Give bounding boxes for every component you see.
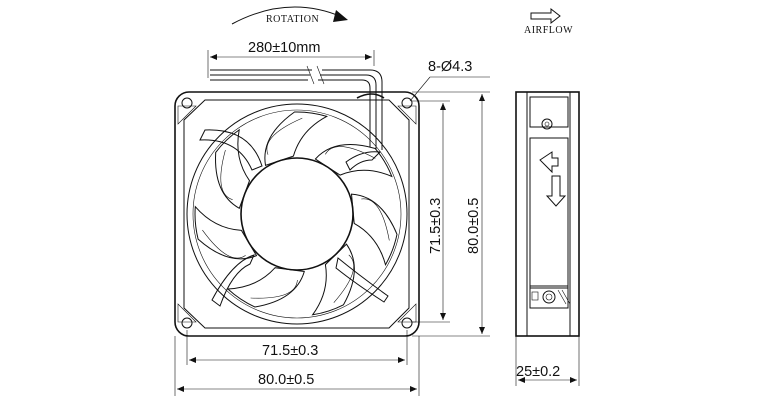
airflow-arrow-icon xyxy=(530,7,561,25)
mounting-hole-top-left xyxy=(181,97,193,109)
hole-spacing-horizontal-label: 71.5±0.3 xyxy=(262,343,318,359)
fan-blade-rib xyxy=(333,254,354,303)
rotation-label: ROTATION xyxy=(266,14,319,25)
fan-blade-rib xyxy=(266,117,303,155)
fan-blade xyxy=(215,128,251,210)
mounting-hole-bottom-left xyxy=(181,317,193,329)
fan-blades xyxy=(194,111,398,316)
cable-length-dimension: 280±10mm xyxy=(207,40,375,78)
airflow-label: AIRFLOW xyxy=(524,25,573,36)
frame-depth-label: 25±0.2 xyxy=(516,364,560,380)
side-screw-bottom xyxy=(542,290,556,304)
hole-spacing-vertical-label: 71.5±0.3 xyxy=(428,198,444,254)
fan-blade xyxy=(314,144,393,178)
rotation-indicator: ROTATION xyxy=(231,6,348,25)
fan-front-view xyxy=(174,91,420,337)
support-strut-bottom-left xyxy=(211,254,255,307)
fan-blade xyxy=(311,243,355,316)
side-flow-arrow-icon xyxy=(539,151,559,174)
horizontal-dimensions: 71.5±0.3 80.0±0.5 xyxy=(174,330,420,396)
mounting-hole-callout: 8-Ø4.3 xyxy=(409,59,490,102)
fan-cable xyxy=(210,65,385,158)
fan-blade-rib xyxy=(361,198,390,241)
frame-size-vertical-label: 80.0±0.5 xyxy=(466,198,482,254)
fan-blade-rib xyxy=(202,229,246,259)
rotation-arrow-icon xyxy=(231,6,343,25)
fan-blade-rib xyxy=(250,279,298,299)
mounting-hole-label: 8-Ø4.3 xyxy=(428,59,472,75)
vertical-dimensions: 71.5±0.3 80.0±0.5 xyxy=(412,91,490,337)
cable-length-label: 280±10mm xyxy=(248,40,320,56)
fan-blade-rib xyxy=(325,146,376,159)
fan-blade xyxy=(264,111,328,166)
side-screw-top xyxy=(541,118,553,130)
support-strut-top-left xyxy=(199,129,263,171)
airflow-indicator: AIRFLOW xyxy=(524,7,573,36)
fan-blade-rib xyxy=(220,150,233,200)
fan-blade xyxy=(194,205,258,260)
fan-side-view: 25±0.2 xyxy=(515,91,580,386)
frame-size-horizontal-label: 80.0±0.5 xyxy=(258,372,314,388)
fan-venturi xyxy=(186,103,408,325)
mounting-hole-bottom-right xyxy=(401,317,413,329)
side-view-frame xyxy=(515,91,580,337)
support-strut-top-right xyxy=(345,151,382,171)
fan-blade xyxy=(350,193,398,266)
rotation-arrow-head xyxy=(333,10,348,22)
fan-hub xyxy=(240,157,354,271)
support-strut-bottom-right xyxy=(335,257,389,303)
mounting-hole-top-right xyxy=(401,97,413,109)
fan-frame xyxy=(174,91,420,337)
fan-blade xyxy=(226,267,305,308)
